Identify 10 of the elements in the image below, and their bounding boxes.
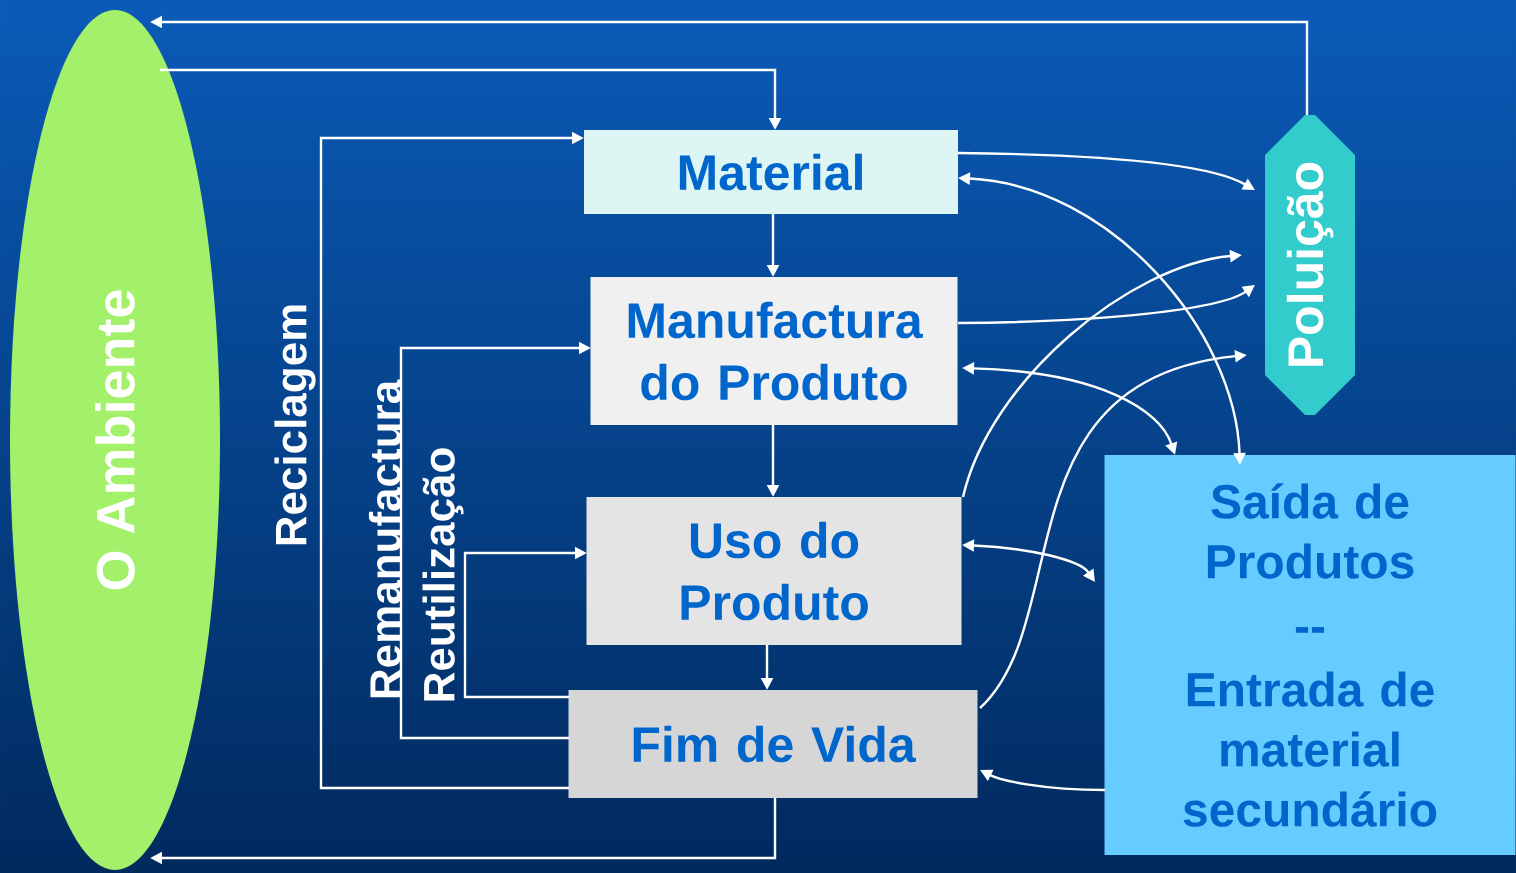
process-box: Fim de Vida (568, 690, 978, 798)
ellipse-node: O Ambiente (10, 10, 220, 870)
edge-label: Remanufactura (368, 379, 402, 698)
process-box: Uso do Produto (586, 497, 962, 645)
octagon-node: Poluição (1265, 115, 1355, 415)
process-box: Material (584, 130, 958, 214)
edge-label: Reciclagem (274, 305, 316, 545)
output-box: Saída de Produtos -- Entrada de material secundário (1104, 455, 1516, 855)
edge-label: Reutilização (422, 448, 464, 701)
process-box: Manufactura do Produto (590, 277, 958, 425)
